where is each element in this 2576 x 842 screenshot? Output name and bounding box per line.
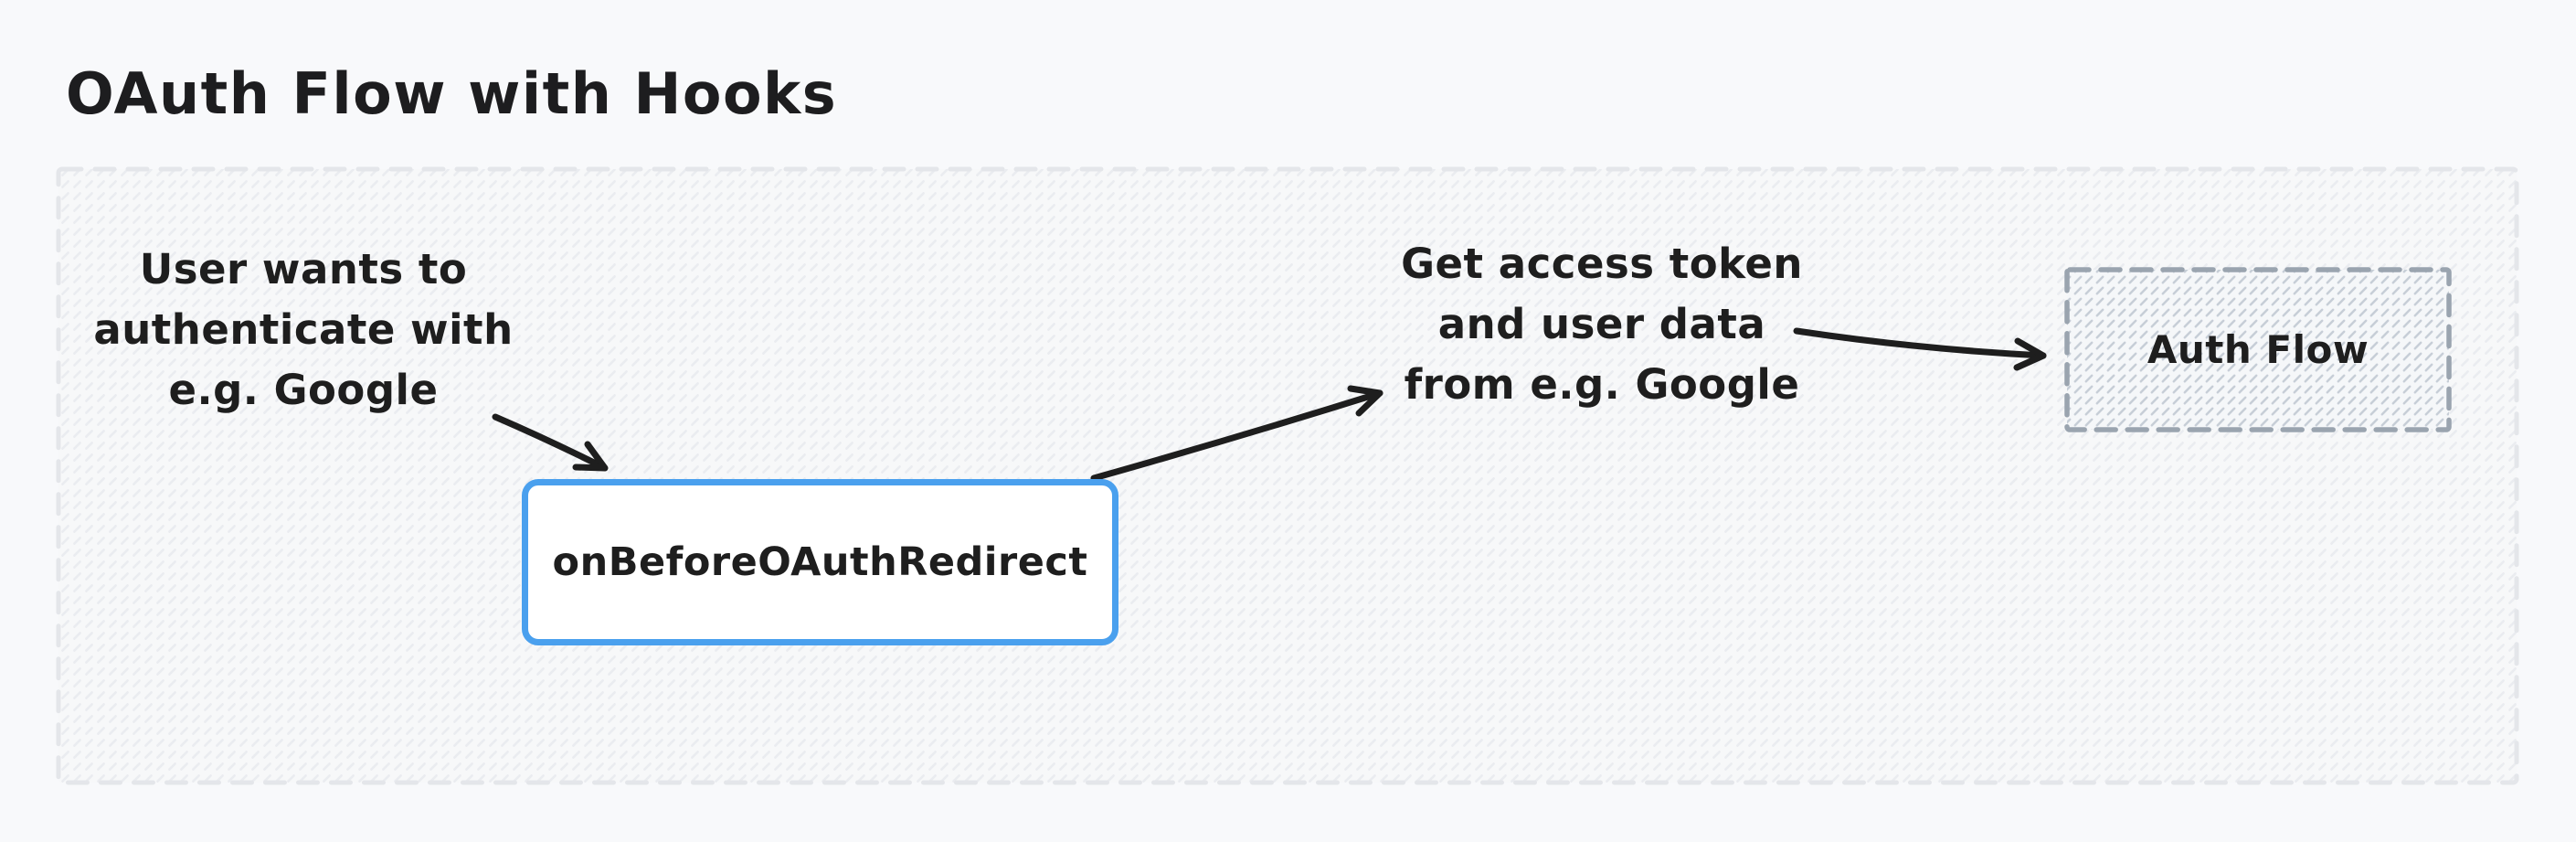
note-user-authenticate: User wants to authenticate with e.g. Goo… [93,245,514,414]
note-get-token: Get access token and user data from e.g.… [1401,240,1803,409]
node-onbeforeoauthredirect-label: onBeforeOAuthRedirect [552,539,1088,585]
node-auth-flow-label: Auth Flow [2147,327,2369,372]
arrow-user-to-hook [492,413,609,472]
arrow-token-to-authflow [1793,327,2047,371]
arrow-hook-to-token [1090,385,1383,482]
node-onbeforeoauthredirect: onBeforeOAuthRedirect [522,479,1118,645]
node-auth-flow: Auth Flow [2065,268,2451,432]
auth-flow-box [2064,267,2452,432]
diagram-title: OAuth Flow with Hooks [66,60,838,127]
